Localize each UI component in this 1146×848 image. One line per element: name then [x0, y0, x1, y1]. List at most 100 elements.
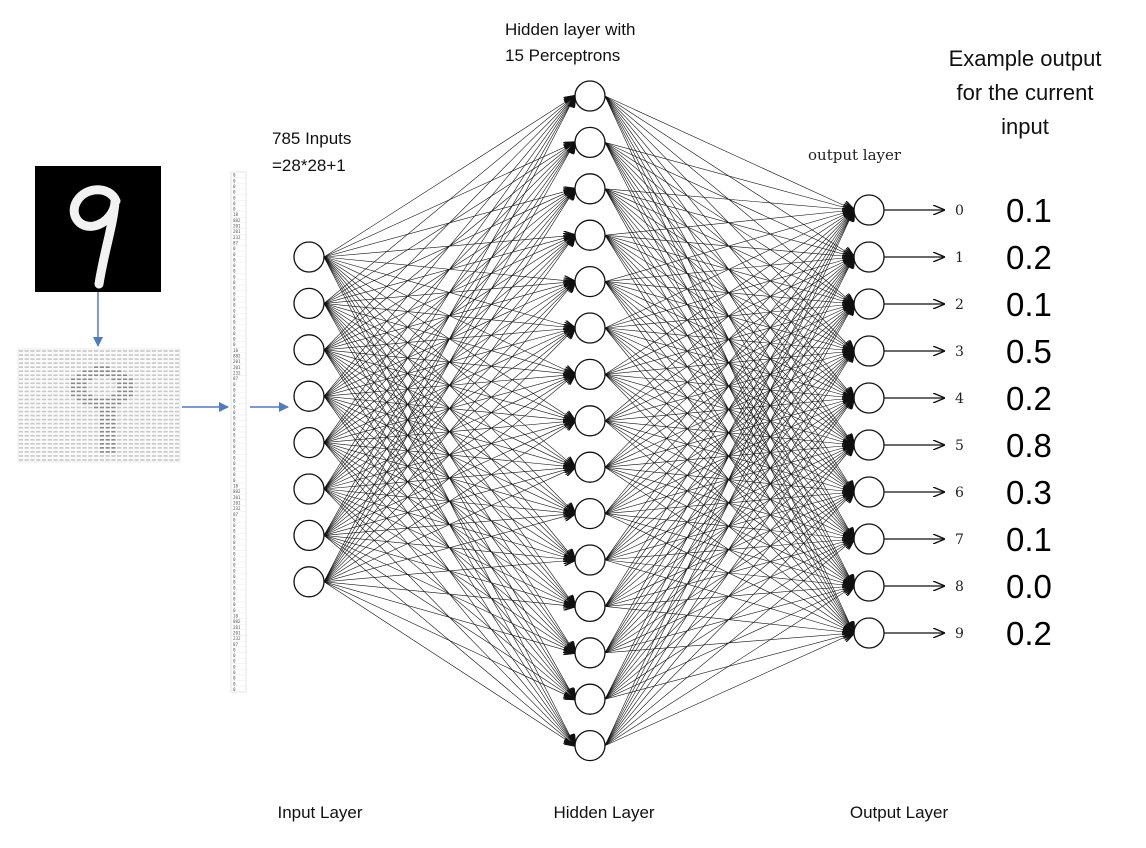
pixel-cell: [82, 354, 87, 356]
pixel-cell: [105, 366, 110, 368]
pixel-cell: [30, 390, 35, 393]
pixel-cell: [88, 451, 93, 453]
pixel-cell: [151, 438, 157, 441]
vector-strip-entry: 87: [233, 376, 239, 381]
pixel-cell: [65, 386, 70, 389]
pixel-cell: [41, 402, 47, 405]
hidden-output-connection: [604, 492, 854, 746]
pixel-cell: [30, 350, 35, 352]
pixel-cell: [122, 430, 128, 433]
pixel-cell: [47, 398, 52, 401]
pixel-cell: [65, 394, 70, 397]
pixel-cell: [175, 447, 180, 449]
pixel-cell: [99, 455, 104, 457]
pixel-cell: [175, 443, 180, 445]
pixel-cell: [59, 366, 64, 368]
pixel-cell: [140, 447, 145, 449]
pixel-cell: [134, 350, 139, 352]
pixel-cell: [65, 402, 70, 405]
input-hidden-connection: [323, 421, 575, 583]
pixel-cell: [169, 414, 174, 417]
pixel-cell: [53, 398, 58, 401]
pixel-cell: [18, 451, 23, 453]
pixel-cell: [18, 418, 23, 421]
pixel-cell: [146, 394, 151, 397]
pixel-cell: [18, 447, 23, 449]
pixel-cell: [36, 455, 41, 457]
pixel-cell: [88, 354, 93, 356]
vector-strip-entry: 0: [233, 529, 236, 534]
pixel-cell: [157, 402, 162, 405]
pixel-cell: [117, 447, 122, 449]
pixel-cell: [175, 362, 180, 364]
pixel-cell: [111, 382, 116, 385]
vector-strip-entry: 0: [233, 342, 236, 347]
pixel-cell: [134, 378, 139, 381]
pixel-cell: [41, 410, 47, 413]
pixel-cell: [151, 434, 157, 437]
output-node: [853, 617, 885, 649]
pixel-cell: [65, 430, 70, 433]
hidden-node: [574, 544, 606, 576]
pixel-cell: [157, 434, 162, 437]
pixel-cell: [18, 434, 23, 437]
hidden-output-connection: [604, 210, 854, 653]
pixel-cell: [151, 366, 157, 368]
network-connections: [323, 95, 854, 746]
pixel-cell: [53, 418, 58, 421]
pixel-cell: [88, 358, 93, 360]
vector-strip-entry: 18: [233, 484, 239, 489]
hidden-node: [574, 219, 606, 251]
pixel-cell: [128, 358, 133, 360]
pixel-cell: [105, 414, 110, 417]
vector-strip-entry: 0: [233, 563, 236, 568]
input-node: [293, 334, 325, 366]
pixel-cell: [70, 406, 76, 409]
hidden-node: [574, 683, 606, 715]
pixel-cell: [169, 426, 174, 429]
pixel-cell: [151, 358, 157, 360]
pixel-cell: [76, 451, 81, 453]
pixel-cell: [30, 386, 35, 389]
pixel-cell: [94, 418, 99, 421]
pixel-cell: [111, 398, 116, 401]
pixel-cell: [163, 370, 168, 373]
pixel-cell: [36, 398, 41, 401]
vector-strip-entry: 0: [233, 670, 236, 675]
pixel-cell: [88, 455, 93, 457]
pixel-cell: [18, 406, 23, 409]
pixel-cell: [134, 390, 139, 393]
vector-strip-entry: 0: [233, 257, 236, 262]
pixel-cell: [53, 386, 58, 389]
pixel-cell: [157, 447, 162, 449]
pixel-cell: [18, 374, 23, 377]
pixel-cell: [65, 366, 70, 368]
vector-strip-entry: 201: [233, 500, 241, 505]
pixel-cell: [128, 422, 133, 425]
pixel-cell: [134, 370, 139, 373]
pixel-cell: [88, 418, 93, 421]
pixel-cell: [41, 390, 47, 393]
pixel-cell: [18, 354, 23, 356]
pixel-cell: [163, 443, 168, 445]
pixel-cell: [76, 386, 81, 389]
pixel-cell: [128, 410, 133, 413]
pixel-cell: [65, 418, 70, 421]
pixel-cell: [151, 402, 157, 405]
pixel-cell: [140, 422, 145, 425]
pixel-cell: [76, 406, 81, 409]
hidden-output-connection: [604, 95, 854, 210]
vector-strip-entry: 0: [233, 681, 236, 686]
pixel-cell: [30, 354, 35, 356]
pixel-cell: [122, 443, 128, 445]
pixel-cell: [146, 459, 151, 461]
pixel-cell: [36, 366, 41, 368]
pixel-cell: [146, 430, 151, 433]
pixel-cell: [140, 350, 145, 352]
pixel-cell: [30, 394, 35, 397]
pixel-cell: [36, 406, 41, 409]
pixel-cell: [128, 414, 133, 417]
pixel-cell: [94, 443, 99, 445]
pixel-cell: [88, 459, 93, 461]
pixel-cell: [169, 370, 174, 373]
